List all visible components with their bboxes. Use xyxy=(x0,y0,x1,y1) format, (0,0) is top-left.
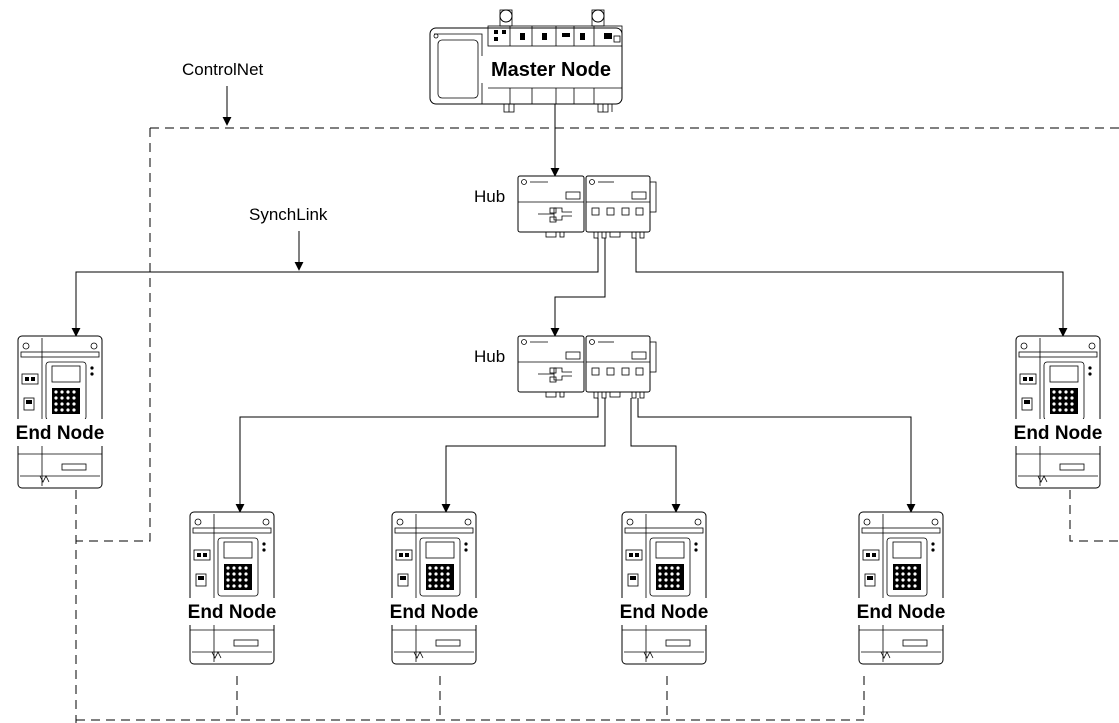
end-node-bottom-4-device xyxy=(858,511,944,665)
end-node-bottom-3-label: End Node xyxy=(620,602,709,623)
controlnet-label: ControlNet xyxy=(182,60,264,79)
end-node-bottom-4-label: End Node xyxy=(857,602,946,623)
synchlink-label: SynchLink xyxy=(249,205,328,224)
synchlink-cabling xyxy=(71,104,1068,513)
hub-bottom-device xyxy=(517,335,657,399)
end-node-bottom-2-label: End Node xyxy=(390,602,479,623)
end-node-bottom-3-device xyxy=(621,511,707,665)
label-plates xyxy=(6,56,1112,625)
end-node-bottom-1-device xyxy=(189,511,275,665)
end-node-left-device xyxy=(17,335,103,489)
controlnet-cabling xyxy=(75,127,1119,723)
hub-bottom-label: Hub xyxy=(474,347,505,366)
master-node-label: Master Node xyxy=(491,59,611,81)
end-node-right-label: End Node xyxy=(1014,423,1103,444)
end-node-right-device xyxy=(1015,335,1101,489)
end-node-left-label: End Node xyxy=(16,423,105,444)
end-node-bottom-1-label: End Node xyxy=(188,602,277,623)
end-node-bottom-2-device xyxy=(391,511,477,665)
hub-top-device xyxy=(517,175,657,239)
hub-top-label: Hub xyxy=(474,187,505,206)
